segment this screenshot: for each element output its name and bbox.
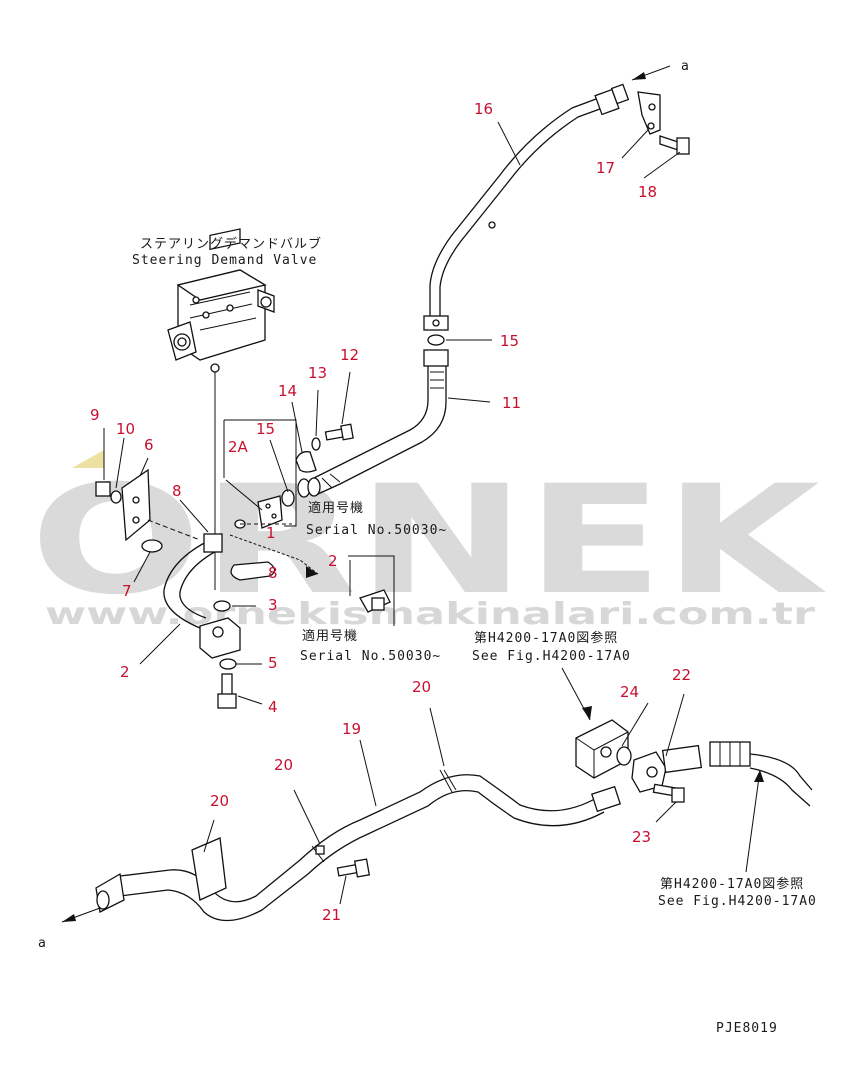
leader-lines xyxy=(103,121,685,905)
part-label: 15 xyxy=(256,420,275,438)
serial-block-1-jp: 適用号機 xyxy=(308,500,364,516)
pipe-16 xyxy=(423,83,690,331)
part-label: 8 xyxy=(172,482,182,500)
bracket-6 xyxy=(95,468,201,553)
part-label: 12 xyxy=(340,346,359,364)
part-label: 11 xyxy=(502,394,521,412)
watermark-logo: ORNEK xyxy=(30,454,826,628)
part-label: 7 xyxy=(122,582,132,600)
pipe-2 xyxy=(163,533,241,709)
serial-block-2-jp: 適用号機 xyxy=(302,628,358,644)
o-ring-15-upper xyxy=(427,334,445,346)
part-label: 20 xyxy=(412,678,431,696)
part-label: 9 xyxy=(90,406,100,424)
detail-box-lower xyxy=(348,555,395,626)
part-label: 21 xyxy=(322,906,341,924)
valve-title-jp: ステアリングデマンドバルブ xyxy=(140,236,322,252)
part-label: 15 xyxy=(500,332,519,350)
part-label: 19 xyxy=(342,720,361,738)
fig-ref-2-jp: 第H4200-17A0図参照 xyxy=(660,876,804,892)
part-label: 10 xyxy=(116,420,135,438)
watermark-logo-mark-icon xyxy=(72,450,104,468)
part-labels: 1 2 2 2A 3 4 5 6 7 8 8 9 10 11 12 13 14 … xyxy=(90,100,691,924)
fig-ref-2-en: See Fig.H4200-17A0 xyxy=(658,894,817,909)
part-label: 2A xyxy=(228,438,249,456)
part-label: 14 xyxy=(278,382,297,400)
part-label: 18 xyxy=(638,183,657,201)
part-label: 3 xyxy=(268,596,278,614)
detail-box-upper xyxy=(223,419,297,529)
part-label: 1 xyxy=(266,524,276,542)
connection-arrow-bottom: a xyxy=(38,907,101,951)
part-label: 20 xyxy=(210,792,229,810)
part-label: 2 xyxy=(328,552,338,570)
part-label: 17 xyxy=(596,159,615,177)
part-label: 13 xyxy=(308,364,327,382)
part-label: 16 xyxy=(474,100,493,118)
part-label: 23 xyxy=(632,828,651,846)
block-fitting xyxy=(575,719,813,807)
o-ring-3 xyxy=(213,600,231,612)
clamp-8 xyxy=(229,519,319,581)
valve-title-en: Steering Demand Valve xyxy=(132,253,317,268)
part-label: 5 xyxy=(268,654,278,672)
part-label: 4 xyxy=(268,698,278,716)
fig-ref-1-en: See Fig.H4200-17A0 xyxy=(472,649,631,664)
hose-19 xyxy=(95,769,622,922)
watermark: ORNEK www.ornekismakinalari.com.tr xyxy=(30,450,826,632)
part-label: 8 xyxy=(268,564,278,582)
steering-demand-valve xyxy=(167,228,275,373)
hose-11 xyxy=(309,349,449,495)
drawing-code: PJE8019 xyxy=(716,1021,778,1036)
bolt-12-group xyxy=(295,423,354,498)
watermark-url: www.ornekismakinalari.com.tr xyxy=(45,597,815,632)
part-label: 24 xyxy=(620,683,639,701)
bolt-21 xyxy=(336,858,371,878)
connection-label-bottom: a xyxy=(38,936,47,951)
part-label: 6 xyxy=(144,436,154,454)
fig-ref-1-jp: 第H4200-17A0図参照 xyxy=(474,630,618,646)
part-label: 20 xyxy=(274,756,293,774)
serial-block-2-en: Serial No.50030~ xyxy=(300,649,441,664)
part-label: 22 xyxy=(672,666,691,684)
connection-arrow-top: a xyxy=(631,59,690,81)
serial-block-1-en: Serial No.50030~ xyxy=(306,523,447,538)
connection-label-top: a xyxy=(681,59,690,74)
part-label: 2 xyxy=(120,663,130,681)
